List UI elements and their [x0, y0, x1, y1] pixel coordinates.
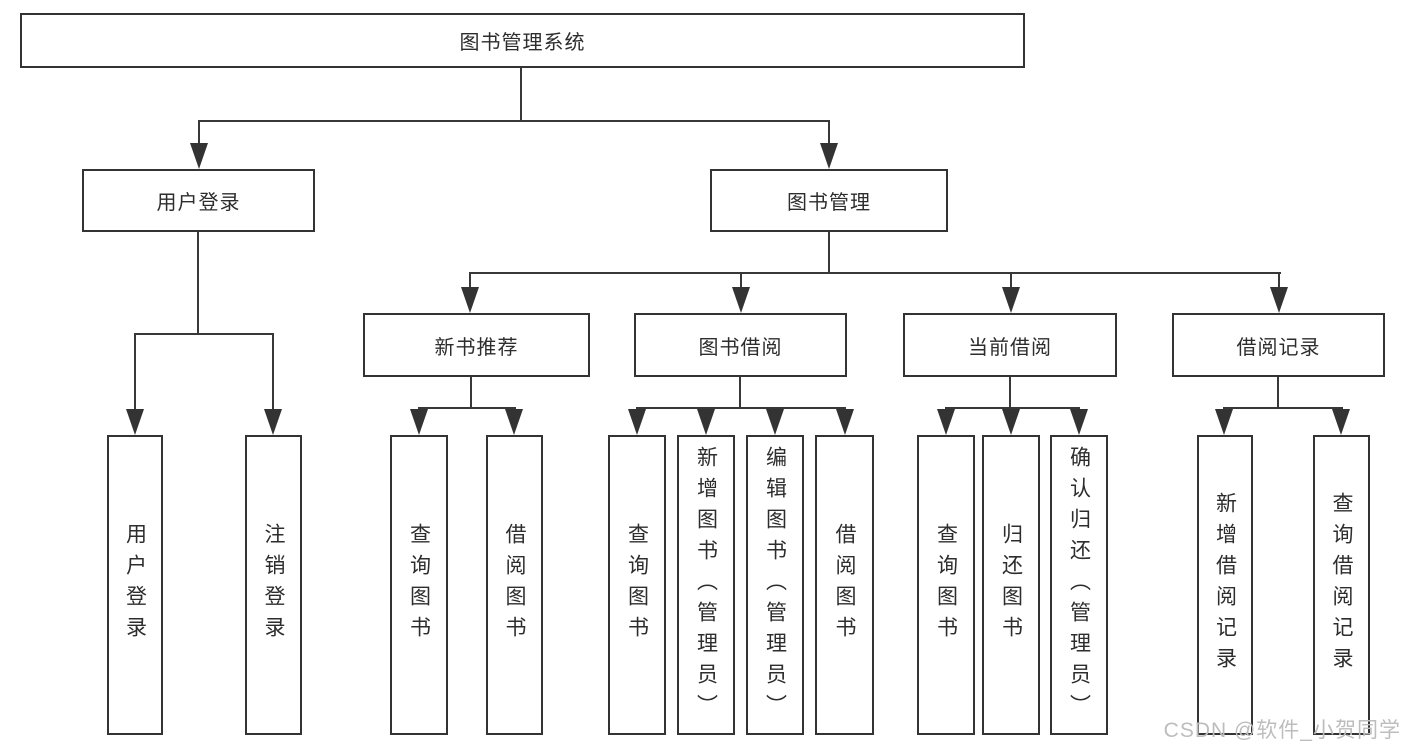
leaf-add-books-admin: 新增图书（管理员） [677, 435, 735, 735]
connector-line [1277, 376, 1279, 408]
leaf-query-books: 查询图书 [608, 435, 666, 735]
leaf-borrow-books: 借阅图书 [815, 435, 874, 735]
arrow-down-icon [1215, 409, 1233, 435]
leaf-confirm-return-admin: 确认归还（管理员） [1050, 435, 1108, 735]
connector-line [520, 67, 522, 121]
connector-line [134, 333, 274, 335]
arrow-down-icon [410, 409, 428, 435]
leaf-borrow-books: 借阅图书 [486, 435, 543, 735]
node-label: 图书借阅 [698, 336, 783, 359]
connector-line [636, 407, 846, 409]
arrow-down-icon [190, 143, 208, 169]
arrow-down-icon [628, 409, 646, 435]
leaf-query-borrow-record: 查询借阅记录 [1313, 435, 1370, 735]
leaf-return-books: 归还图书 [982, 435, 1040, 735]
arrow-down-icon [820, 143, 838, 169]
node-label: 借阅记录 [1236, 336, 1321, 359]
arrow-down-icon [264, 409, 282, 435]
connector-line [740, 273, 742, 291]
leaf-user-login: 用户登录 [107, 435, 163, 735]
node-label: 当前借阅 [968, 336, 1052, 359]
arrow-down-icon [505, 409, 523, 435]
leaf-add-borrow-record: 新增借阅记录 [1197, 435, 1253, 735]
leaf-logout: 注销登录 [245, 435, 302, 735]
node-label: 图书管理系统 [459, 32, 586, 54]
connector-line [828, 120, 830, 148]
arrow-down-icon [1070, 409, 1088, 435]
leaf-label: 借阅图书 [503, 523, 526, 647]
node-current-borrowing: 当前借阅 [903, 313, 1117, 377]
leaf-query-books: 查询图书 [917, 435, 975, 735]
arrow-down-icon [732, 287, 750, 313]
leaf-label: 查询图书 [934, 523, 958, 647]
node-book-management: 图书管理 [710, 169, 948, 232]
arrow-down-icon [461, 287, 479, 313]
leaf-label: 借阅图书 [833, 523, 856, 647]
connector-line [272, 333, 274, 411]
connector-line [945, 407, 1080, 409]
leaf-query-books: 查询图书 [390, 435, 448, 735]
arrow-down-icon [1002, 409, 1020, 435]
arrow-down-icon [697, 409, 715, 435]
connector-line [1223, 407, 1343, 409]
arrow-down-icon [1002, 287, 1020, 313]
connector-line [198, 120, 200, 148]
node-label: 图书管理 [787, 192, 871, 214]
leaf-label: 归还图书 [999, 523, 1023, 647]
node-library-system: 图书管理系统 [20, 13, 1025, 68]
connector-line [469, 273, 471, 291]
node-book-borrowing: 图书借阅 [634, 313, 847, 377]
arrow-down-icon [126, 409, 144, 435]
leaf-label: 新增图书（管理员） [694, 445, 718, 725]
connector-line [470, 376, 472, 408]
node-user-login: 用户登录 [82, 169, 315, 232]
leaf-label: 查询图书 [625, 523, 649, 647]
arrow-down-icon [766, 409, 784, 435]
arrow-down-icon [1332, 409, 1350, 435]
connector-line [828, 231, 830, 273]
leaf-label: 新增借阅记录 [1213, 492, 1237, 678]
arrow-down-icon [836, 409, 854, 435]
connector-line [739, 376, 741, 408]
leaf-label: 查询借阅记录 [1330, 492, 1353, 678]
connector-line [134, 333, 136, 411]
connector-line [1278, 273, 1280, 291]
leaf-label: 确认归还（管理员） [1067, 445, 1091, 725]
csdn-watermark: CSDN @软件_小贺同学 [1163, 719, 1401, 742]
node-label: 用户登录 [156, 192, 241, 214]
leaf-label: 用户登录 [123, 523, 147, 647]
connector-line [1010, 273, 1012, 291]
connector-line [469, 272, 1281, 274]
leaf-label: 查询图书 [407, 523, 431, 647]
connector-line [418, 407, 516, 409]
connector-line [1009, 376, 1011, 408]
arrow-down-icon [1270, 287, 1288, 313]
node-new-book-recommendation: 新书推荐 [363, 313, 590, 377]
leaf-edit-books-admin: 编辑图书（管理员） [746, 435, 804, 735]
node-borrowing-records: 借阅记录 [1172, 313, 1385, 377]
connector-line [198, 120, 830, 122]
arrow-down-icon [937, 409, 955, 435]
node-label: 新书推荐 [434, 336, 519, 359]
leaf-label: 注销登录 [262, 523, 285, 647]
connector-line [197, 231, 199, 334]
leaf-label: 编辑图书（管理员） [763, 445, 787, 725]
